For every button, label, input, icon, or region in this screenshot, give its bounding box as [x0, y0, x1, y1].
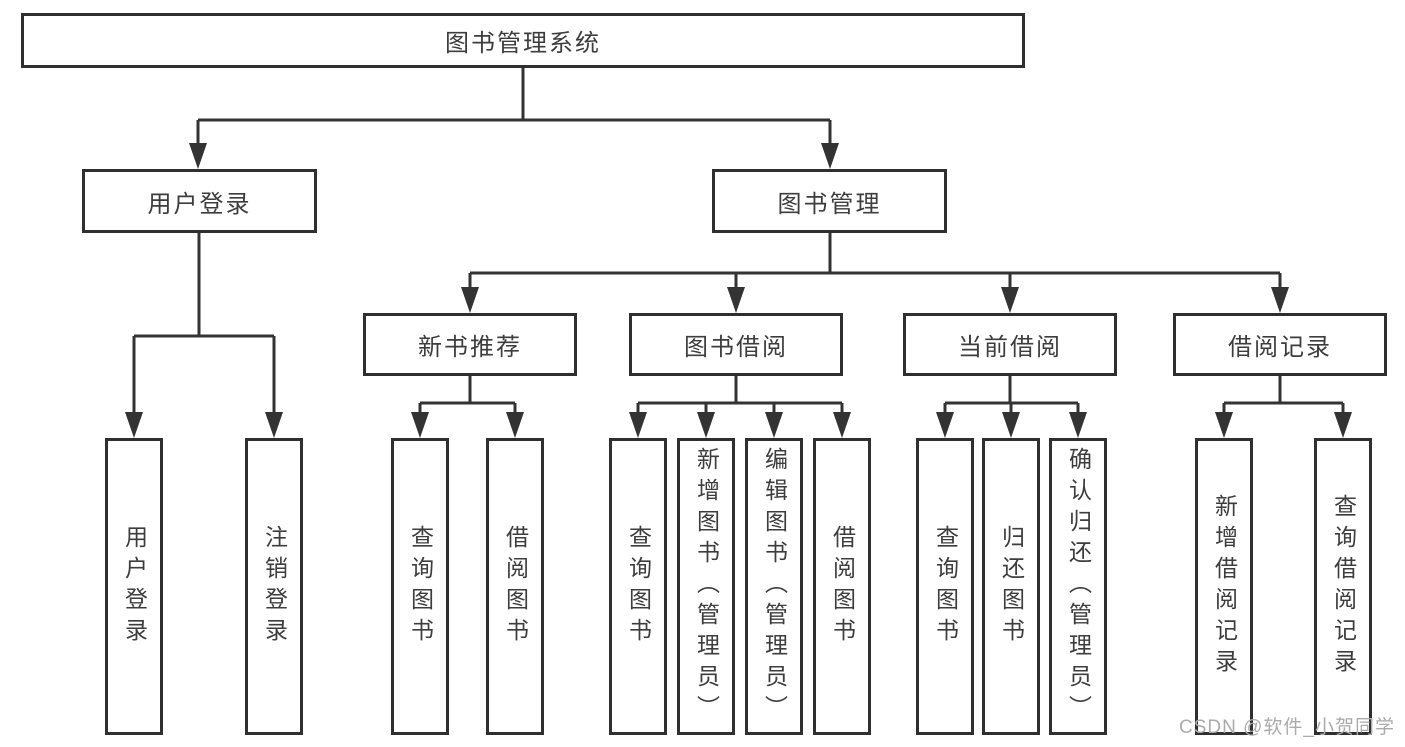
leaf-query-books-label: 查询图书: [407, 524, 434, 649]
leaf-borrow-books-label: 借阅图书: [829, 524, 856, 649]
leaf-confirm-return-admin: 确认归还（管理员）: [1049, 438, 1107, 735]
node-book-management: 图书管理: [712, 169, 947, 233]
leaf-logout-label: 注销登录: [261, 524, 288, 649]
arrowhead: [1271, 287, 1289, 313]
arrowhead: [411, 412, 429, 438]
node-borrow-records: 借阅记录: [1173, 313, 1387, 376]
leaf-borrow-books: 借阅图书: [813, 438, 871, 735]
leaf-borrow-books-label: 借阅图书: [502, 524, 529, 649]
leaf-logout: 注销登录: [245, 438, 303, 735]
arrowhead: [1334, 412, 1352, 438]
node-new-book-recommend-label: 新书推荐: [418, 334, 522, 361]
arrowhead: [506, 412, 524, 438]
node-user-login: 用户登录: [82, 169, 317, 233]
leaf-add-borrow-record: 新增借阅记录: [1195, 438, 1253, 735]
arrowhead: [189, 143, 207, 169]
arrowhead: [833, 412, 851, 438]
node-book-borrow: 图书借阅: [629, 313, 843, 376]
leaf-user-login: 用户登录: [105, 438, 163, 735]
node-new-book-recommend: 新书推荐: [363, 313, 577, 376]
arrowhead: [936, 412, 954, 438]
node-book-borrow-label: 图书借阅: [684, 334, 788, 361]
node-root: 图书管理系统: [21, 13, 1025, 68]
arrowhead: [765, 412, 783, 438]
leaf-query-borrow-record-label: 查询借阅记录: [1330, 493, 1357, 680]
node-root-label: 图书管理系统: [445, 30, 601, 57]
node-book-management-label: 图书管理: [777, 190, 882, 218]
leaf-add-books-admin: 新增图书（管理员）: [677, 438, 735, 735]
arrowhead: [727, 287, 745, 313]
leaf-confirm-return-admin-label: 确认归还（管理员）: [1065, 447, 1092, 726]
leaf-query-books-recommend: 查询图书: [391, 438, 449, 735]
leaf-edit-books-admin: 编辑图书（管理员）: [745, 438, 803, 735]
leaf-query-books-borrow: 查询图书: [609, 438, 667, 735]
arrowhead: [1001, 287, 1019, 313]
node-current-borrow-label: 当前借阅: [958, 334, 1062, 361]
arrowhead: [125, 412, 143, 438]
node-borrow-records-label: 借阅记录: [1228, 334, 1332, 361]
arrowhead: [629, 412, 647, 438]
arrowhead: [1069, 412, 1087, 438]
arrowhead: [821, 143, 839, 169]
leaf-add-books-admin-label: 新增图书（管理员）: [693, 447, 720, 726]
node-user-login-label: 用户登录: [147, 190, 252, 218]
leaf-query-books-label: 查询图书: [932, 524, 959, 649]
arrowhead: [265, 412, 283, 438]
leaf-query-books-label: 查询图书: [625, 524, 652, 649]
leaf-add-borrow-record-label: 新增借阅记录: [1211, 493, 1238, 680]
leaf-return-books: 归还图书: [982, 438, 1040, 735]
leaf-user-login-label: 用户登录: [121, 524, 148, 649]
arrowhead: [1002, 412, 1020, 438]
leaf-return-books-label: 归还图书: [998, 524, 1025, 649]
leaf-query-books-current: 查询图书: [916, 438, 974, 735]
leaf-borrow-books-recommend: 借阅图书: [486, 438, 544, 735]
leaf-query-borrow-record: 查询借阅记录: [1314, 438, 1372, 735]
leaf-edit-books-admin-label: 编辑图书（管理员）: [761, 447, 788, 726]
arrowhead: [697, 412, 715, 438]
arrowhead: [461, 287, 479, 313]
arrowhead: [1215, 412, 1233, 438]
node-current-borrow: 当前借阅: [903, 313, 1117, 376]
